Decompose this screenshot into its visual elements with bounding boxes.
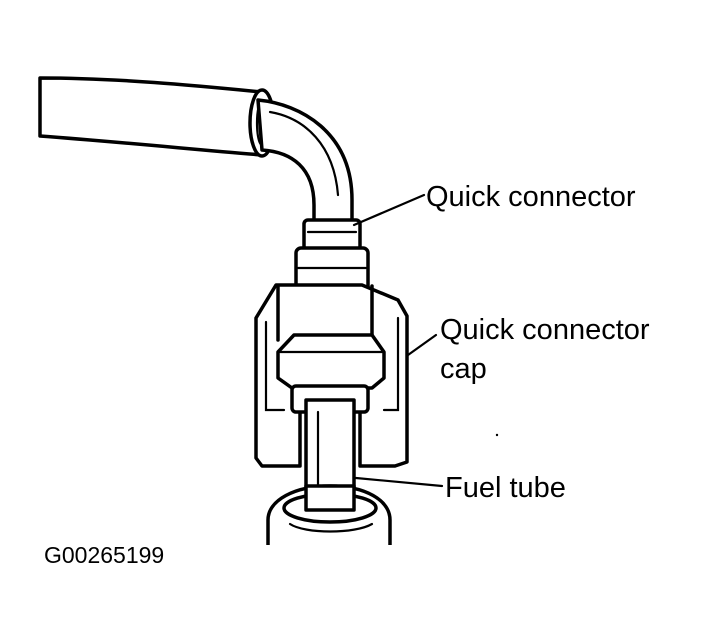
- leader-lines: [352, 193, 444, 488]
- label-quick-connector-cap-line1: Quick connector: [440, 314, 650, 346]
- leader-quick-connector-cap: [406, 333, 438, 357]
- label-fuel-tube: Fuel tube: [445, 472, 566, 504]
- bottom-fitting: [266, 484, 392, 545]
- fuel-hose: [38, 76, 354, 224]
- speck: [495, 433, 499, 437]
- leader-quick-connector: [352, 193, 426, 227]
- figure-code: G00265199: [44, 542, 164, 568]
- label-quick-connector-cap-line2: cap: [440, 353, 487, 385]
- label-quick-connector: Quick connector: [426, 181, 636, 213]
- leader-fuel-tube: [354, 476, 444, 488]
